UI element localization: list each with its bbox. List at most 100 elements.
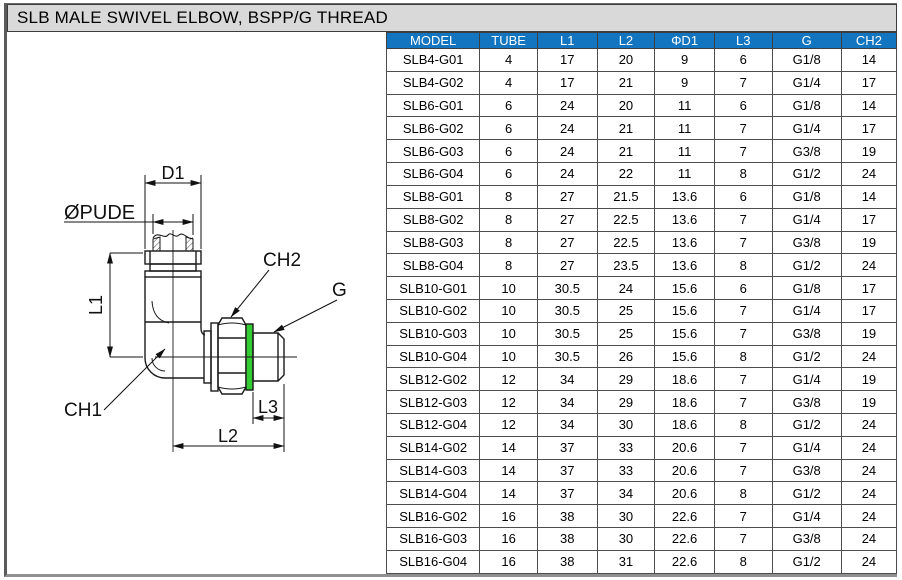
table-cell: 37 <box>536 481 598 506</box>
table-cell: 4 <box>479 48 538 72</box>
title-bar: SLB MALE SWIVEL ELBOW, BSPP/G THREAD <box>7 4 897 32</box>
table-cell: 21 <box>596 139 656 164</box>
table-cell: 12 <box>479 367 538 392</box>
table-cell: 10 <box>479 276 538 300</box>
table-cell: 16 <box>479 527 538 551</box>
column-header: CH2 <box>840 32 898 49</box>
table-cell: 30.5 <box>536 298 598 323</box>
table-cell: 13.6 <box>654 253 715 278</box>
label-g: G <box>332 280 347 301</box>
table-cell: 30 <box>596 527 656 551</box>
table-cell: 37 <box>536 435 598 460</box>
table-cell: SLB12-G04 <box>385 413 481 437</box>
table-cell: G3/8 <box>771 458 842 483</box>
table-cell: 38 <box>536 504 598 529</box>
table-cell: G1/4 <box>771 435 842 460</box>
table-cell: SLB10-G04 <box>385 344 481 369</box>
table-cell: 15.6 <box>654 321 715 346</box>
table-cell: 20.6 <box>654 458 715 483</box>
table-cell: G1/4 <box>771 367 842 392</box>
table-cell: 7 <box>713 207 773 232</box>
table-cell: 11 <box>654 93 715 118</box>
table-cell: G3/8 <box>771 527 842 551</box>
table-cell: 24 <box>840 253 898 278</box>
table-cell: 7 <box>713 139 773 164</box>
table-cell: 19 <box>840 390 898 414</box>
diagram-pane: D1 ØPUDE L1 CH1 CH2 G L3 L2 <box>7 32 386 574</box>
table-cell: 18.6 <box>654 390 715 414</box>
table-cell: 7 <box>713 321 773 346</box>
table-cell: 8 <box>713 253 773 278</box>
label-pude: ØPUDE <box>64 202 135 224</box>
column-header: L2 <box>596 32 656 49</box>
table-cell: SLB8-G01 <box>385 184 481 209</box>
table-cell: 30.5 <box>536 344 598 369</box>
table-cell: SLB16-G03 <box>385 527 481 551</box>
table-cell: G3/8 <box>771 390 842 414</box>
table-cell: 16 <box>479 549 538 575</box>
table-cell: G3/8 <box>771 230 842 255</box>
table-cell: 22 <box>596 162 656 186</box>
column-header: MODEL <box>385 32 481 49</box>
table-cell: SLB6-G02 <box>385 116 481 141</box>
table-cell: SLB6-G01 <box>385 93 481 118</box>
table-cell: 11 <box>654 162 715 186</box>
column-header: L3 <box>713 32 773 49</box>
table-cell: 9 <box>654 48 715 72</box>
table-cell: 17 <box>840 207 898 232</box>
table-cell: 8 <box>479 253 538 278</box>
column-header: G <box>771 32 842 49</box>
table-cell: 25 <box>596 321 656 346</box>
table-cell: 7 <box>713 367 773 392</box>
table-cell: 24 <box>840 549 898 575</box>
table-cell: G1/8 <box>771 276 842 300</box>
table-cell: 27 <box>536 230 598 255</box>
table-cell: 14 <box>479 435 538 460</box>
leader-ch2 <box>230 269 270 318</box>
table-cell: SLB12-G02 <box>385 367 481 392</box>
fitting-body <box>144 277 206 358</box>
table-cell: 34 <box>596 481 656 506</box>
table-cell: 20 <box>596 48 656 72</box>
table-cell: 34 <box>536 413 598 437</box>
table-cell: SLB10-G02 <box>385 298 481 323</box>
table-cell: 17 <box>840 116 898 141</box>
table-cell: SLB10-G03 <box>385 321 481 346</box>
table-cell: 17 <box>536 48 598 72</box>
dimension-l1 <box>107 252 143 358</box>
table-cell: 31 <box>596 549 656 575</box>
table-cell: 15.6 <box>654 276 715 300</box>
table-cell: SLB8-G04 <box>385 253 481 278</box>
table-cell: 22.6 <box>654 527 715 551</box>
table-cell: 17 <box>536 70 598 95</box>
table-cell: 10 <box>479 344 538 369</box>
table-cell: 17 <box>840 276 898 300</box>
table-cell: G3/8 <box>771 321 842 346</box>
table-cell: SLB14-G02 <box>385 435 481 460</box>
label-d1: D1 <box>161 163 184 183</box>
dimension-pude <box>64 214 194 235</box>
table-cell: 8 <box>479 184 538 209</box>
table-cell: G1/2 <box>771 481 842 506</box>
table-cell: 6 <box>479 162 538 186</box>
table-cell: 7 <box>713 458 773 483</box>
table-cell: 21 <box>596 70 656 95</box>
table-cell: 37 <box>536 458 598 483</box>
table-cell: 27 <box>536 184 598 209</box>
table-cell: 24 <box>840 413 898 437</box>
table-cell: 8 <box>479 207 538 232</box>
